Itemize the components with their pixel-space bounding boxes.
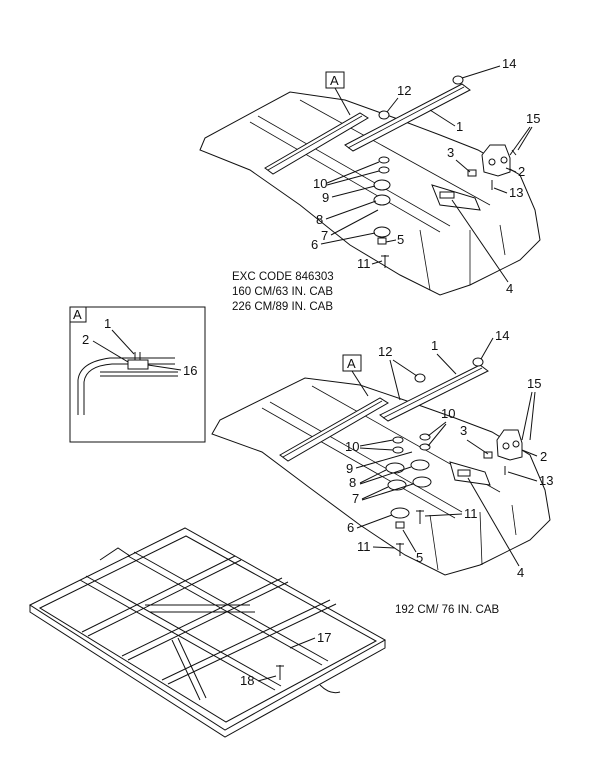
detail-a-label-box xyxy=(69,306,87,323)
middle-callout-7: 7 xyxy=(352,491,359,506)
top-callout-15: 15 xyxy=(526,111,540,126)
top-callout-4: 4 xyxy=(506,281,513,296)
middle-assembly xyxy=(211,357,551,576)
middle-rail-right xyxy=(379,364,489,422)
middle-callout-11a: 11 xyxy=(357,539,371,554)
detail-a-frame xyxy=(69,306,206,443)
top-callouts: 14 12 1 15 3 2 13 10 9 8 7 6 5 11 4 xyxy=(311,56,540,296)
top-callout-6: 6 xyxy=(311,237,318,252)
middle-rail-left xyxy=(279,397,389,462)
middle-callout-4: 4 xyxy=(517,565,524,580)
top-rail-left xyxy=(264,112,369,175)
top-callout-2: 2 xyxy=(518,164,525,179)
middle-view-label: A xyxy=(347,356,356,371)
middle-callout-9: 9 xyxy=(346,461,353,476)
middle-callout-8: 8 xyxy=(349,475,356,490)
middle-callout-3: 3 xyxy=(460,423,467,438)
middle-callout-1: 1 xyxy=(431,338,438,353)
top-callout-9: 9 xyxy=(322,190,329,205)
middle-callout-2: 2 xyxy=(540,449,547,464)
bottom-roof-frame xyxy=(28,527,387,738)
middle-callout-12: 12 xyxy=(378,344,392,359)
detail-callout-16: 16 xyxy=(183,363,197,378)
middle-callout-15: 15 xyxy=(527,376,541,391)
top-cab-note: EXC CODE 846303 160 CM/63 IN. CAB 226 CM… xyxy=(232,271,334,313)
bottom-callouts: 17 18 xyxy=(240,630,331,688)
middle-roof-panel xyxy=(211,377,551,576)
detail-a-inset: A 1 2 16 xyxy=(69,306,206,443)
middle-callout-14: 14 xyxy=(495,328,509,343)
detail-callout-1: 1 xyxy=(104,316,111,331)
top-callout-13: 13 xyxy=(509,185,523,200)
detail-a-label: A xyxy=(73,307,82,322)
top-assembly xyxy=(199,75,541,296)
top-note-line-1: EXC CODE 846303 xyxy=(232,271,334,283)
top-roof-panel xyxy=(199,91,541,296)
middle-callouts: 14 12 1 15 10 3 2 10 9 13 8 7 6 11 11 xyxy=(345,328,553,580)
top-callout-8: 8 xyxy=(316,212,323,227)
top-callout-11: 11 xyxy=(357,256,371,271)
middle-callout-10a: 10 xyxy=(345,439,359,454)
top-note-line-3: 226 CM/89 IN. CAB xyxy=(232,301,333,313)
detail-callout-2: 2 xyxy=(82,332,89,347)
top-callout-7: 7 xyxy=(321,228,328,243)
top-rail-right xyxy=(344,83,471,152)
top-note-line-2: 160 CM/63 IN. CAB xyxy=(232,286,333,298)
middle-cab-note: 192 CM/ 76 IN. CAB xyxy=(395,604,500,616)
top-callout-12: 12 xyxy=(397,83,411,98)
middle-callout-5: 5 xyxy=(416,550,423,565)
top-callout-5: 5 xyxy=(397,232,404,247)
top-bracket xyxy=(481,144,511,177)
bottom-callout-18: 18 xyxy=(240,673,254,688)
bottom-callout-17: 17 xyxy=(317,630,331,645)
top-callout-1: 1 xyxy=(456,119,463,134)
middle-callout-10b: 10 xyxy=(441,406,455,421)
middle-callout-13: 13 xyxy=(539,473,553,488)
middle-callout-11b: 11 xyxy=(464,506,478,521)
top-callout-10: 10 xyxy=(313,176,327,191)
top-plate xyxy=(431,184,481,211)
top-view-label: A xyxy=(330,73,339,88)
middle-callout-6: 6 xyxy=(347,520,354,535)
top-callout-3: 3 xyxy=(447,145,454,160)
top-callout-14: 14 xyxy=(502,56,516,71)
